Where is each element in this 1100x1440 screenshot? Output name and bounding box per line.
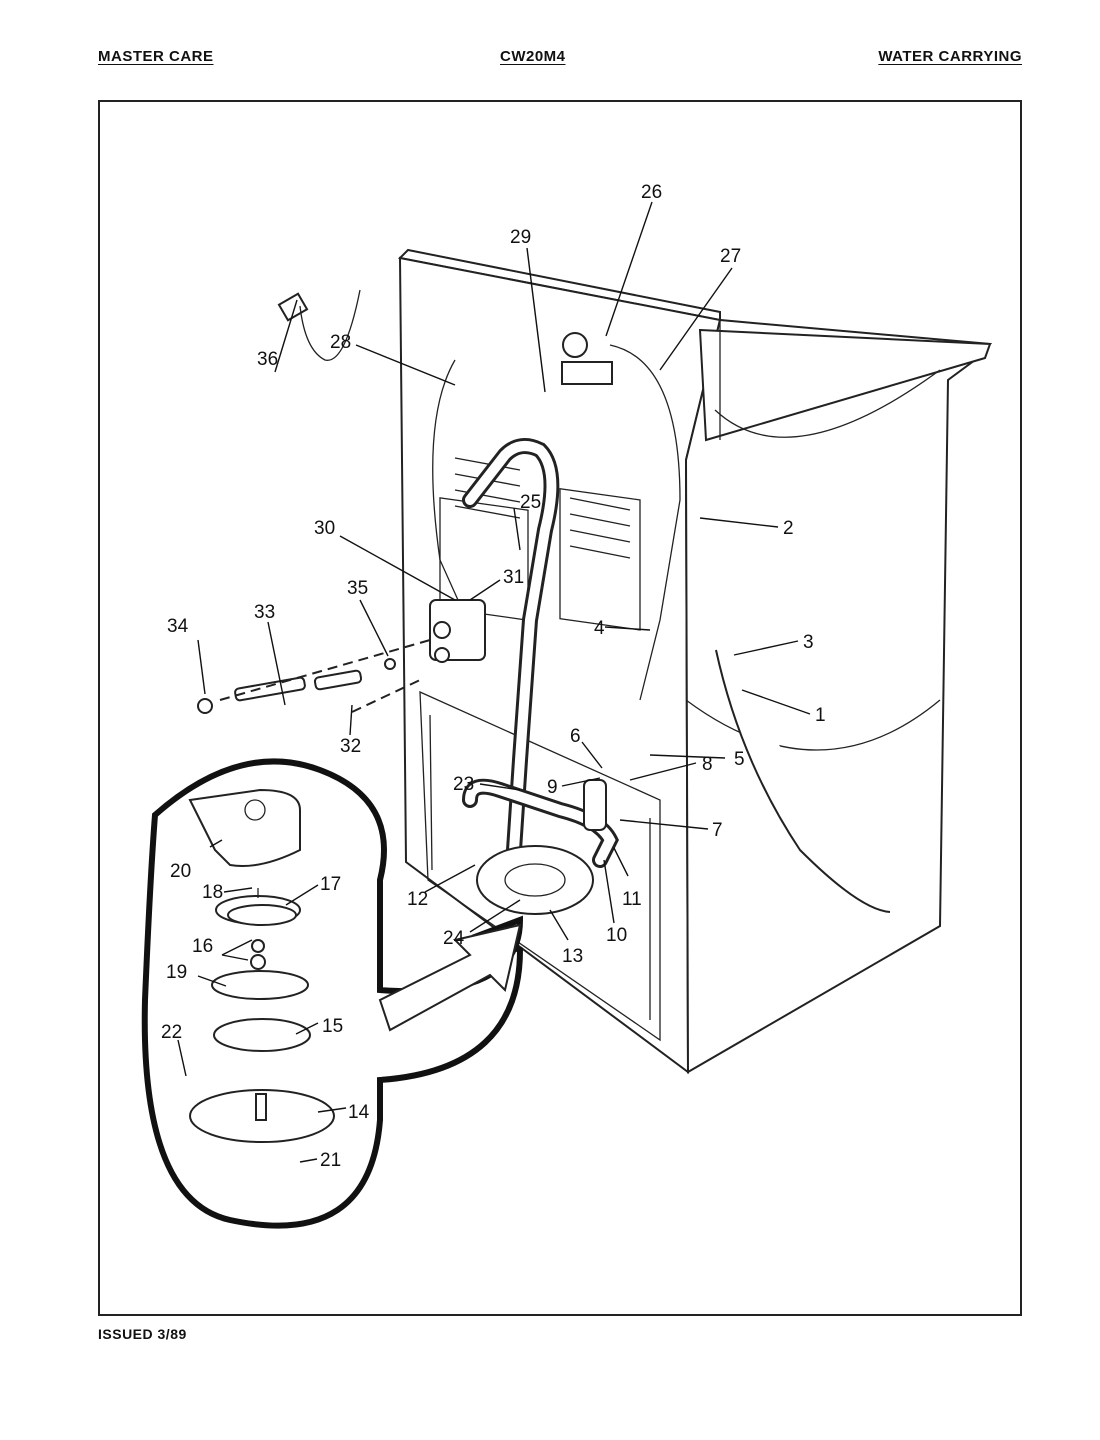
callout-22: 22 <box>161 1022 182 1043</box>
callout-23: 23 <box>453 774 474 795</box>
callout-27: 27 <box>720 246 741 267</box>
callout-15: 15 <box>322 1016 343 1037</box>
callout-12: 12 <box>407 889 428 910</box>
callout-6: 6 <box>570 726 581 747</box>
fill-hose <box>462 778 619 868</box>
callout-1: 1 <box>815 705 826 726</box>
access-panel <box>419 690 661 1042</box>
callout-18: 18 <box>202 882 223 903</box>
callout-25: 25 <box>520 492 541 513</box>
callout-16: 16 <box>192 936 213 957</box>
callout-labels: 1 2 3 4 5 6 7 8 9 10 11 12 13 14 15 16 1… <box>161 182 826 1171</box>
callout-24: 24 <box>443 928 465 949</box>
callout-9: 9 <box>547 777 558 798</box>
callout-26: 26 <box>641 182 662 203</box>
callout-32: 32 <box>340 736 361 757</box>
callout-21: 21 <box>320 1150 341 1171</box>
assembly-line <box>219 639 431 701</box>
washer-cabinet <box>397 248 993 1074</box>
callout-13: 13 <box>562 946 583 967</box>
callout-33: 33 <box>254 602 275 623</box>
inset-outline <box>141 758 524 1229</box>
inset-pointer-arrow <box>378 923 522 1032</box>
callout-2: 2 <box>783 518 794 539</box>
callout-35: 35 <box>347 578 368 599</box>
drain-hose <box>462 438 560 888</box>
header-brand: MASTER CARE <box>98 48 214 65</box>
power-cord <box>277 289 361 361</box>
callout-28: 28 <box>330 332 351 353</box>
callout-20: 20 <box>170 861 191 882</box>
callout-17: 17 <box>320 874 341 895</box>
callout-29: 29 <box>510 227 531 248</box>
wire-harness <box>432 359 459 601</box>
header-model: CW20M4 <box>500 48 566 65</box>
issue-date: ISSUED 3/89 <box>98 1326 187 1342</box>
inlet-screw <box>197 658 396 714</box>
callout-4: 4 <box>594 618 605 639</box>
callout-11: 11 <box>622 889 642 910</box>
callout-14: 14 <box>348 1102 370 1123</box>
pressure-switch <box>561 332 613 385</box>
callout-7: 7 <box>712 820 723 841</box>
callout-36: 36 <box>257 349 278 370</box>
callout-34: 34 <box>167 616 189 637</box>
callout-3: 3 <box>803 632 814 653</box>
pressure-tube <box>609 344 681 701</box>
pump-mounted <box>476 845 594 915</box>
water-valve <box>429 599 486 663</box>
drain-hose-outer <box>715 649 891 913</box>
callout-5: 5 <box>734 749 745 770</box>
callout-19: 19 <box>166 962 187 983</box>
callout-8: 8 <box>702 754 713 775</box>
tub-hose-clamp <box>583 779 607 831</box>
diagram-frame <box>98 100 1022 1316</box>
callout-31: 31 <box>503 567 524 588</box>
callout-30: 30 <box>314 518 335 539</box>
leader-lines <box>177 201 811 1163</box>
assembly-line-2 <box>351 679 421 713</box>
pump-exploded <box>188 788 335 1143</box>
callout-10: 10 <box>606 925 627 946</box>
header-section: WATER CARRYING <box>878 48 1022 65</box>
